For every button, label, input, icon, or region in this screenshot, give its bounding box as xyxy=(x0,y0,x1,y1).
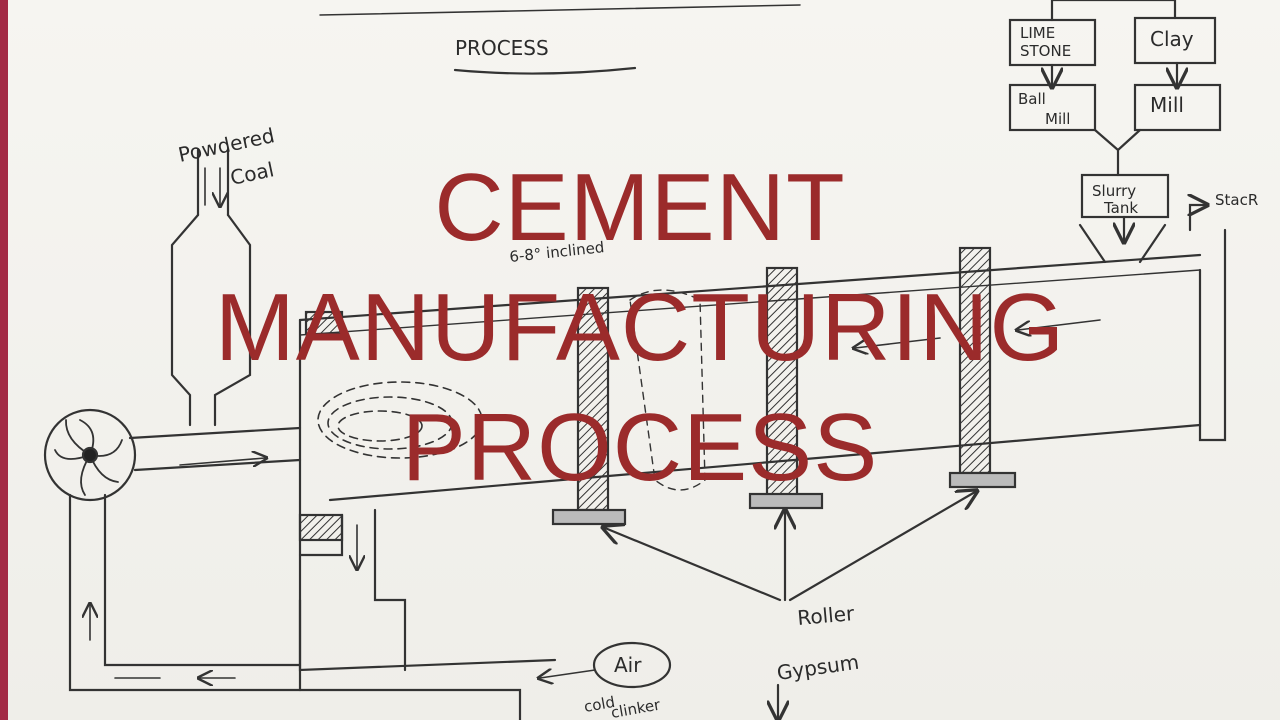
label-lime: LIME xyxy=(1020,24,1055,42)
cooler-chute xyxy=(298,508,407,672)
fan-housing xyxy=(43,408,137,502)
air-arrow xyxy=(540,670,596,678)
kiln-feed-end xyxy=(1198,228,1227,442)
overlay-title: CEMENT MANUFACTURING PROCESS xyxy=(0,148,1280,508)
kiln-bottom-wall xyxy=(328,423,1202,502)
kiln-seal-top xyxy=(304,310,344,336)
fan-hub xyxy=(81,446,99,464)
feed-hopper xyxy=(1078,223,1167,264)
label-air: Air xyxy=(614,653,642,677)
kiln-flow-arrow-2 xyxy=(855,337,941,348)
label-cold: cold xyxy=(583,693,617,716)
kiln-top-wall xyxy=(298,253,1202,322)
roller-arrow-3 xyxy=(788,492,975,602)
cooler-body xyxy=(298,598,557,672)
roller-arrow-1 xyxy=(605,528,782,602)
stack-arrow xyxy=(1190,205,1205,232)
material-flow-loop xyxy=(629,289,706,491)
coal-hopper xyxy=(170,213,252,427)
kiln-top-inner xyxy=(299,269,1201,336)
kiln-flow-arrow-1 xyxy=(1018,319,1101,330)
label-roller: Roller xyxy=(796,601,856,630)
support-pillar-3 xyxy=(958,246,992,475)
sketch-heading: PROCESS xyxy=(455,36,549,60)
air-intake-circle xyxy=(592,641,672,689)
label-ball: Ball xyxy=(1018,90,1046,108)
title-line-1: CEMENT xyxy=(434,154,846,261)
cooler-seal xyxy=(298,513,344,542)
label-gypsum: Gypsum xyxy=(775,650,860,685)
raw-feed-lines xyxy=(1050,0,1177,22)
paper-sheet xyxy=(8,0,1280,720)
label-mill: Mill xyxy=(1150,93,1184,117)
label-stack: StacR xyxy=(1215,191,1258,209)
label-clinker: clinker xyxy=(610,695,663,720)
label-tank: Tank xyxy=(1103,199,1138,217)
label-clay: Clay xyxy=(1150,27,1194,51)
coal-arrow xyxy=(204,167,220,205)
heading-underline xyxy=(453,66,637,75)
label-stone: STONE xyxy=(1020,42,1071,60)
roller-3 xyxy=(948,471,1017,489)
support-pillar-1 xyxy=(576,286,610,512)
label-ball-mill: Mill xyxy=(1045,110,1070,128)
label-slurry: Slurry xyxy=(1092,182,1136,200)
roller-1 xyxy=(551,508,627,526)
air-duct xyxy=(128,426,302,472)
mill-merge-lines xyxy=(1093,128,1142,177)
burner-flame xyxy=(317,381,483,459)
support-pillar-2 xyxy=(765,266,799,500)
cooler-base xyxy=(298,688,522,720)
duct-arrow xyxy=(179,458,265,465)
return-duct xyxy=(68,493,302,692)
title-line-2: MANUFACTURING xyxy=(214,274,1066,381)
title-line-3: PROCESS xyxy=(401,394,879,501)
top-heading-line xyxy=(319,4,801,16)
